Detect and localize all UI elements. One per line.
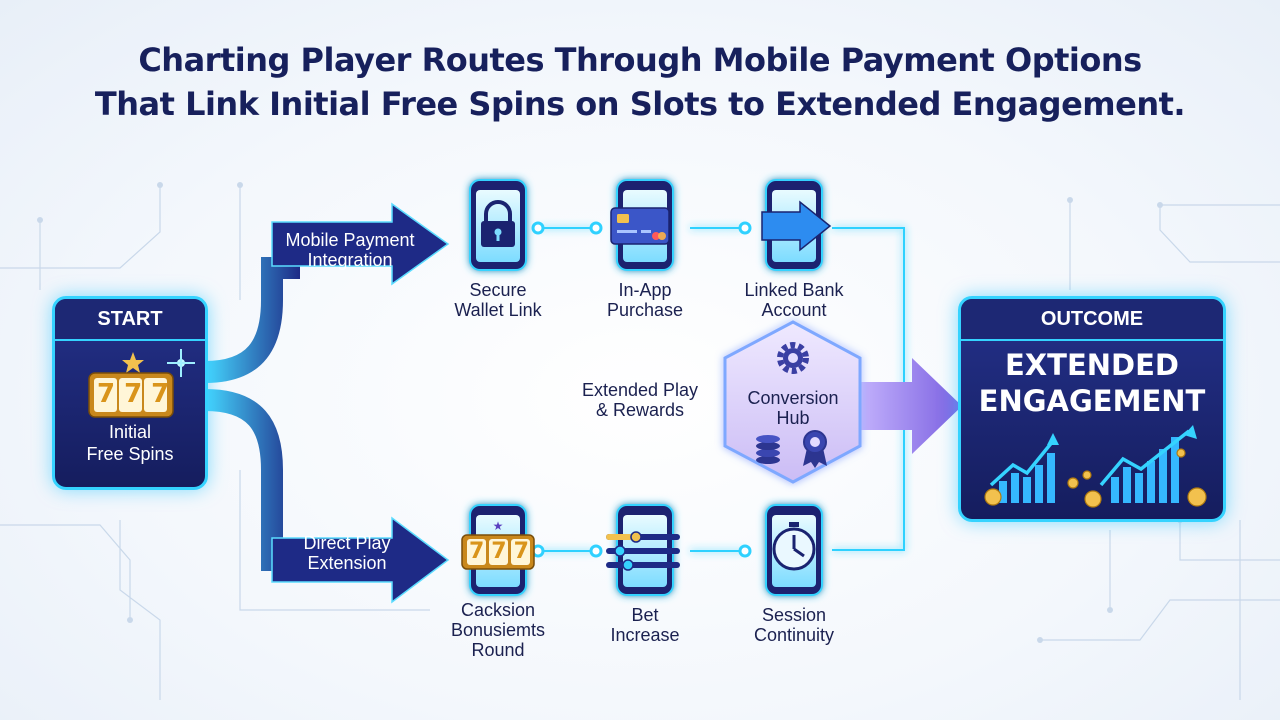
hub-to-outcome-arrow [850, 358, 962, 454]
phone-secure-wallet [469, 179, 527, 271]
slot-reels-icon [461, 534, 535, 570]
conversion-hub [723, 320, 862, 484]
title-line-2: That Link Initial Free Spins on Slots to… [94, 85, 1186, 123]
outcome-text: EXTENDED ENGAGEMENT [978, 348, 1206, 418]
phone-linked-bank [761, 179, 832, 271]
gear-icon [777, 342, 809, 374]
phone-bet-increase [606, 504, 680, 596]
slider-icon [606, 531, 680, 571]
arrow-direct-play [271, 516, 450, 604]
award-ribbon-icon [803, 430, 827, 468]
phone-in-app-purchase [610, 179, 674, 271]
outcome-header: OUTCOME [961, 299, 1223, 341]
label-bonus-round: Cacksion Bonusiemts Round [450, 600, 546, 660]
label-session-continuity: Session Continuity [753, 605, 835, 645]
arrow-label-mobile-payment: Mobile Payment Integration [285, 230, 415, 270]
arrow-mobile-payment [271, 202, 450, 286]
hub-label: Conversion Hub [747, 388, 839, 428]
start-reel-text: 777 [97, 379, 179, 409]
label-linked-bank: Linked Bank Account [744, 280, 844, 320]
page-title: Charting Player Routes Through Mobile Pa… [0, 38, 1280, 126]
label-secure-wallet: Secure Wallet Link [454, 280, 542, 320]
growth-chart-icon [984, 425, 1207, 508]
bonus-reel-text: 777 [469, 539, 536, 564]
padlock-icon [481, 200, 515, 247]
hub-side-label: Extended Play & Rewards [581, 380, 699, 420]
start-header: START [55, 299, 205, 341]
branch-stems [204, 257, 300, 571]
coin-stack-icon [756, 435, 780, 464]
slot-machine-icon [88, 349, 195, 418]
start-caption: Initial Free Spins [86, 422, 174, 464]
label-in-app-purchase: In-App Purchase [606, 280, 684, 320]
transfer-arrow-icon [761, 200, 832, 252]
outcome-box: OUTCOME EXTENDED ENGAGEMENT [958, 296, 1226, 522]
arrow-label-direct-play: Direct Play Extension [303, 533, 391, 573]
stopwatch-icon [772, 522, 816, 571]
svg-text:★: ★ [493, 519, 504, 533]
label-bet-increase: Bet Increase [610, 605, 680, 645]
credit-card-icon [610, 207, 670, 245]
title-line-1: Charting Player Routes Through Mobile Pa… [138, 41, 1142, 79]
phone-session-continuity [765, 504, 823, 596]
phone-bonus-round: ★ [461, 504, 535, 596]
start-box: START 777 Initial Free Spins [52, 296, 208, 490]
